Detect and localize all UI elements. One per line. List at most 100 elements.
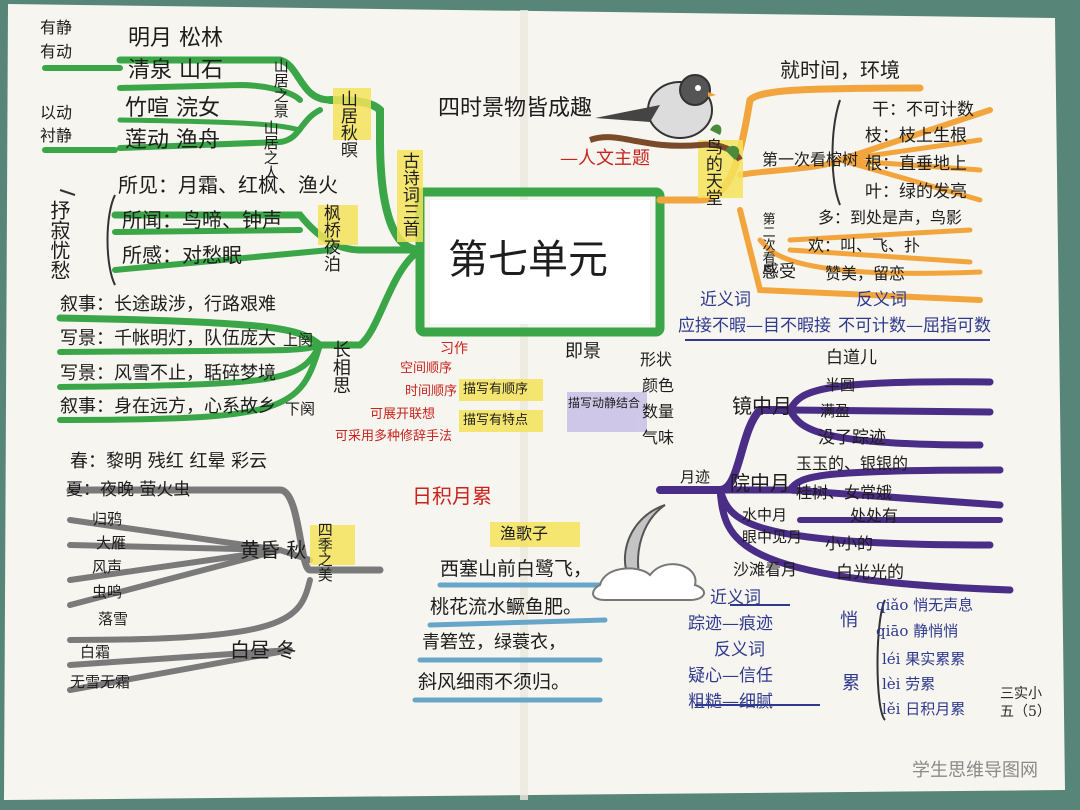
vocab-bottom-ant2: 粗糙—细腻 [688,692,773,712]
cxs-label: 长相思 [329,340,351,394]
writing-order3: 可展开联想 [370,407,436,422]
ndtt-second-item3: 赞美，留恋 [825,264,906,283]
moon-water-item1: 处处有 [850,506,899,525]
ndtt-first-item1: 干：不可计数 [872,100,974,120]
vocab-bottom-ant-title: 反义词 [714,640,765,660]
cxs-row4: 叙事：身在远方，心系故乡 [60,396,276,417]
ndtt-feel: 感受 [762,262,796,282]
rjyl-line1: 西塞山前白鹭飞， [440,558,593,580]
signature: 三实小 五（5） [1000,686,1051,721]
watermark: 学生思维导图网 [912,760,1038,781]
yellow-highlights [310,88,743,565]
moon-yard-item2: 桂树、女常娥 [796,483,893,502]
moon-yard: 院中月 [730,471,790,495]
moon-top-item: 白道儿 [826,348,877,368]
ndtt-second-visit: 第二次看鸟 [759,212,775,277]
rjyl-line2: 桃花流水鳜鱼肥。 [430,596,583,618]
ndtt-first-item2: 枝：枝上生根 [865,126,967,146]
gray-branches [66,486,384,693]
cxs-upper: 上阕 [283,331,314,349]
cxs-row3: 写景：风雪不止，聒碎梦境 [60,363,276,384]
rjyl-line4: 斜风细雨不须归。 [418,671,571,693]
moon-label: 月迹 [680,468,711,486]
feng-qiao-row1: 所见：月霜、红枫、渔火 [118,173,338,197]
ndtt-first-visit: 第一次看榕树 [762,150,859,169]
vocab-antonym: 不可计数—屈指可数 [838,316,991,336]
ndtt-first-item3: 根：直垂地上 [865,154,967,174]
season-row8: 白霜 [80,643,111,661]
poly-lei-char: 累 [842,673,860,694]
purple-branches [656,378,1014,594]
bracket-mark [59,189,76,196]
vocab-synonym-title: 近义词 [700,290,751,310]
group1-row1: 明月 松林 [128,26,223,51]
group1-label: 山居之景 [271,58,290,118]
green-branches [42,56,665,423]
theme-subtitle: —人文主题 [560,148,650,169]
poly-qiao-char: 悄 [840,610,858,631]
poly-lei-3: lěi 日积月累 [882,700,966,718]
writing-sense1: 形状 [640,350,673,369]
writing-box3: 描写动静结合 [568,396,641,410]
writing-order1: 空间顺序 [400,361,453,376]
moon-yard-item1: 玉玉的、银银的 [796,454,909,473]
season-row1: 春：黎明 残红 红晕 彩云 [70,451,268,472]
brace-first-visit [831,99,841,206]
blue-underlines [412,582,608,703]
cxs-row2: 写景：千帐明灯，队伍庞大 [60,328,276,349]
vocab-bottom-ant: 疑心—信任 [688,666,773,686]
season-row6: 虫鸣 [92,583,123,601]
moon-sand-item: 白光光的 [836,563,904,583]
moon-eye: 眼中见月 [742,528,803,546]
group2-row1: 竹喧 浣女 [125,96,220,121]
poem-shan-ju-qiu-ming: 山居秋暝 [336,90,357,158]
brace-feng-qiao [106,194,116,286]
moon-mirror-item1: 半圆 [825,376,856,394]
ndtt-top: 就时间，环境 [780,58,900,82]
center-box [430,200,650,324]
poly-qiao-1: qiǎo 悄无声息 [876,596,974,614]
feng-qiao-tag: 抒寂忧愁 [47,200,71,280]
season-row5: 风声 [92,558,123,576]
ndtt-first-item4: 叶：绿的发亮 [865,182,967,202]
moon-water: 水中月 [742,506,788,524]
ndtt-second-item2: 欢：叫、飞、扑 [808,236,921,255]
writing-box1: 描写有顺序 [463,382,529,397]
moon-mirror-item3: 没了踪迹 [818,428,886,448]
season-row3: 归鸦 [92,510,123,528]
vocab-bottom-syn: 踪迹—痕迹 [688,614,773,634]
group1-tag-line1: 有静 [40,18,73,37]
poly-lei-1: léi 果实累累 [882,650,966,668]
poly-qiao-2: qiāo 静悄悄 [876,622,959,640]
feng-qiao-row3: 所感：对愁眠 [122,243,242,267]
feng-qiao-label: 枫桥夜泊 [319,204,340,272]
rjyl-title: 日积月累 [412,484,492,508]
season-qiu: 黄昏 秋 [240,538,307,562]
poly-lei-2: lèi 劳累 [882,675,936,693]
season-row7: 落雪 [98,610,129,628]
season-row9: 无雪无霜 [70,673,131,691]
season-label: 四季之美 [315,522,334,582]
group1-tag-line2: 有动 [40,42,73,61]
season-row4: 大雁 [96,534,127,552]
bird-illustration [589,74,743,162]
season-row2: 夏：夜晚 萤火虫 [66,480,191,500]
center-title: 第七单元 [448,237,608,283]
writing-order2: 时间顺序 [405,384,458,399]
cxs-row1: 叙事：长途跋涉，行路艰难 [60,294,276,315]
writing-order4: 可采用多种修辞手法 [335,429,453,444]
moon-mirror: 镜中月 [732,394,792,418]
vocab-synonym: 应接不暇—目不暇接 [678,316,831,336]
rjyl-poem-title: 渔歌子 [500,524,549,543]
writing-tag: 即景 [565,341,601,362]
cxs-lower: 下阕 [285,400,316,418]
moon-cloud-illustration [592,504,705,601]
writing-exercise: 习作 [440,341,468,357]
paper-sheet [4,4,1065,800]
brace-polyphones [876,599,886,721]
group1-row2: 清泉 山石 [128,58,223,83]
group2-tag-line2: 衬静 [40,126,73,145]
ndtt-label: 鸟的天堂 [701,138,722,206]
writing-box2: 描写有特点 [463,413,529,428]
